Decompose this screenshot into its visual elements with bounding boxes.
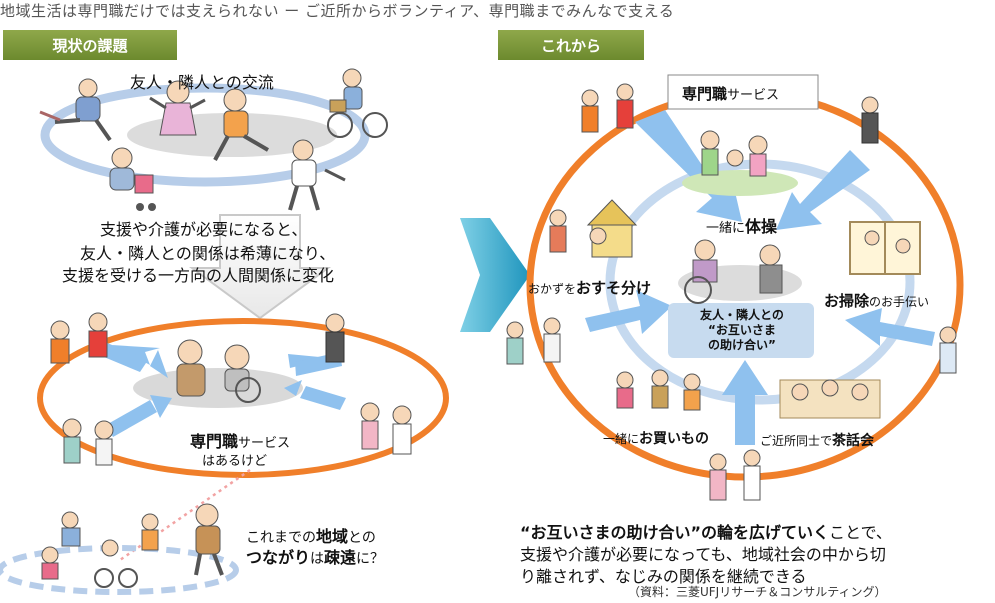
man-with-cane-figure [288,139,346,211]
elderly-walker-figure [39,78,112,142]
left-service-ring [37,318,449,478]
tea-bold: 茶話会 [832,433,875,449]
house-sharing-figure [549,199,638,258]
center-label: 友人・隣人との “お互いさま の助け合い” [678,308,806,353]
nurse-doctor-figure [360,402,412,455]
staff-right-figure [939,326,957,374]
distant-line-1: これまでの地域との [246,523,376,547]
shop-bold: お買いもの [639,431,710,447]
distant-line-2b: は [310,551,325,567]
right-service-label: 専門職サービス [682,83,779,104]
exercise-pre: 一緒に [706,221,746,236]
clean-bold: お掃除 [824,292,870,310]
wheelchair-pair-figure [684,239,783,304]
left-service-sub: はあるけど [202,454,268,469]
distant-line-1b: 地域 [316,527,349,546]
source-note: （資料：三菱UFJリサーチ＆コンサルティング） [628,585,887,599]
clean-suffix: のお手伝い [869,295,930,309]
transition-arrow [460,218,530,332]
distant-ring [0,545,239,595]
tea-label: ご近所同士で茶話会 [760,430,874,450]
conclusion-bold: “お互いさまの助け合い”の輪を広げていく [520,523,830,542]
share-bold: おすそ分け [576,279,652,297]
distant-line-2c: 疎遠 [324,548,357,567]
narrative-line-3: 支援を受ける一方向の人間関係に変化 [62,266,335,285]
staff-left-figure [506,317,561,365]
left-service-suffix: サービス [238,436,291,451]
tag-current-issues: 現状の課題 [3,30,177,60]
tea-pre: ご近所同士で [760,434,833,448]
cleaning-figure [849,221,921,275]
friends-label: 友人・隣人との交流 [130,73,274,92]
worried-elderly-figure [194,503,224,576]
conclusion-line-1: “お互いさまの助け合い”の輪を広げていくことで、 [520,519,892,543]
woman-cheering-figure [149,80,206,136]
share-pre: おかずを [528,282,577,296]
narrative-line-1: 支援や介護が必要になると、 [100,220,308,239]
left-service-label: 専門職サービス [190,428,290,452]
suited-staff-figure [325,313,345,363]
conclusion-rest: ことで、 [829,523,892,542]
tea-party-figure [779,379,881,419]
distant-line-1a: これまでの [246,530,316,546]
exercise-label: 一緒に体操 [706,213,777,237]
staff-top-left-figure [581,83,634,133]
shop-pre: 一緒に [603,432,640,446]
exercise-bold: 体操 [745,217,778,236]
share-label: おかずをおすそ分け [528,277,651,298]
right-service-suffix: サービス [727,88,780,103]
shop-label: 一緒にお買いもの [603,428,709,448]
distant-friends-figure [41,511,159,588]
conclusion-line-3: り離されず、なじみの関係を継続できる [520,567,807,586]
exercise-figure [682,130,798,196]
therapist-pair-figure [62,418,114,466]
right-service-bold: 専門職 [682,85,728,103]
center-box [668,303,814,358]
staff-top-right-figure [861,96,879,144]
conclusion-line-2: 支援や介護が必要になっても、地域社会の中から切 [520,545,886,564]
distant-line-1c: との [348,530,376,546]
shopping-figure [616,369,701,411]
tag-future: これから [498,30,644,60]
elderly-pair-center-figure [176,339,261,403]
distance-dotted-line [119,468,251,562]
service-box [667,74,819,110]
down-arrow [188,214,332,320]
page-title: 地域生活は専門職だけでは支えられない ー ご近所からボランティア、専門職までみん… [0,2,675,20]
clean-label: お掃除のお手伝い [824,290,929,311]
narrative-line-2: 友人・隣人との関係は希薄になり、 [80,244,336,263]
man-running-figure [213,88,270,161]
bottom-staff-figure [709,449,761,501]
cyclist-figure [327,68,388,138]
distant-line-2d: に？ [356,551,385,567]
caregiver-pair-figure [50,312,108,364]
center-line-3: の助け合い” [708,338,776,352]
left-service-bold: 専門職 [190,432,239,451]
distant-line-2a: つながり [246,548,311,567]
distant-line-2: つながりは疎遠に？ [246,544,384,568]
center-line-1: 友人・隣人との [700,308,784,322]
center-line-2: “お互いさま [708,323,776,337]
elderly-cart-figure [109,147,156,211]
